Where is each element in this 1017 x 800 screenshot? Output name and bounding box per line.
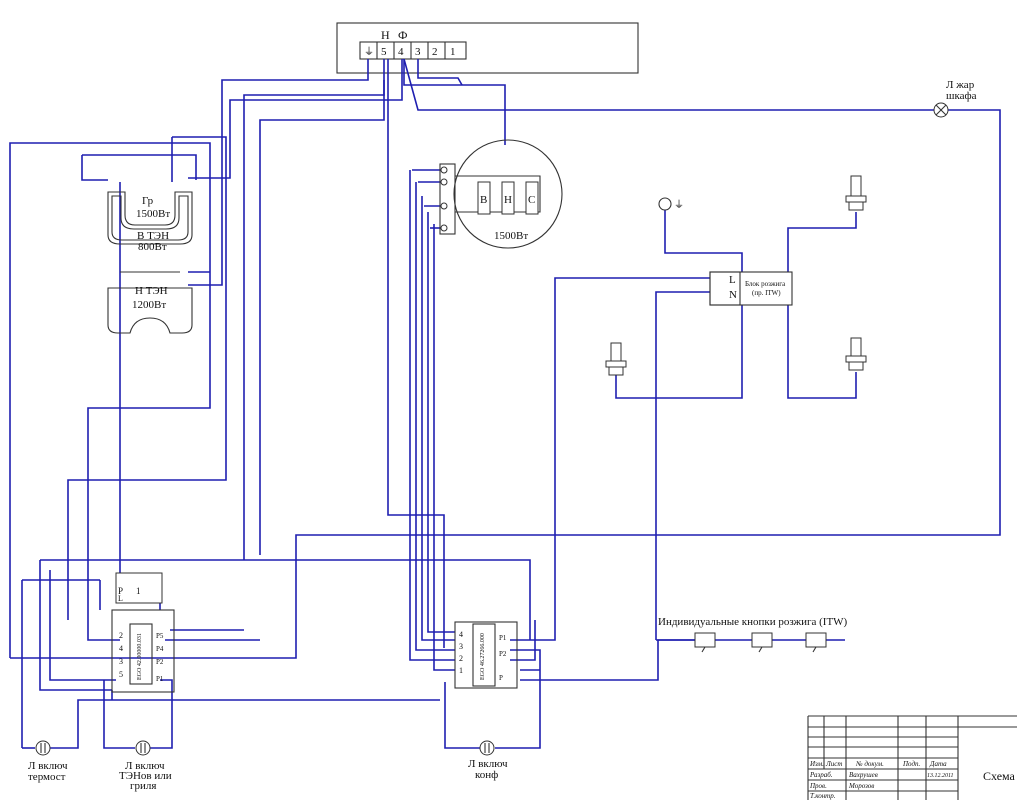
spark-plug-icon: [605, 342, 627, 376]
lamp-heaters: Л включ ТЭНов или гриля: [119, 740, 172, 792]
tb-name-developer: Вахрушев: [849, 771, 878, 779]
lamp-conf-line1: Л включ: [468, 758, 508, 770]
terminal-5: 5: [381, 46, 387, 58]
lamp-thermostat-line2: термост: [28, 771, 66, 783]
lamp-thermostat-line1: Л включ: [28, 760, 68, 772]
burner-letter-s: С: [528, 194, 535, 206]
grill-heater: Гр 1500Вт В ТЭН 800Вт: [107, 191, 193, 253]
terminal-n-label: Н: [381, 28, 390, 42]
upper-heater-power: 800Вт: [138, 241, 167, 253]
push-button-icon: [805, 632, 827, 653]
terminal-f-label: Ф: [398, 28, 407, 42]
switch-left-pin-4: 4: [119, 644, 123, 653]
lamp-heaters-line1: Л включ: [125, 760, 165, 772]
switch-mid-model: EGO 46.27266.000: [480, 633, 486, 680]
wires: [9, 58, 1001, 749]
tb-header-list: Лист: [825, 760, 842, 768]
tb-header-date: Дата: [929, 760, 947, 768]
terminal-2: 2: [432, 46, 438, 58]
spark-plug-icon: [845, 337, 867, 371]
lamp-conf-line2: конф: [475, 769, 498, 781]
cabinet-lamp-line2: шкафа: [946, 90, 977, 102]
switch-left-pin-p: Р: [118, 586, 123, 596]
spark-plug-icon: [845, 175, 867, 211]
grill-label: Гр: [142, 195, 154, 207]
terminal-3: 3: [415, 46, 421, 58]
upper-heater-label: В ТЭН: [137, 230, 169, 242]
switch-left-pin-3: 3: [119, 657, 123, 666]
switch-left-pin-p5: P5: [156, 632, 164, 640]
burner-power: 1500Вт: [494, 230, 528, 242]
switch-mid-pin-1: 1: [459, 666, 463, 675]
tb-header-doc: № докум.: [855, 760, 884, 768]
ignition-l: L: [729, 274, 736, 286]
lower-heater-power: 1200Вт: [132, 299, 166, 311]
switch-mid-pin-p2: P2: [499, 650, 507, 658]
switch-left-pin-p4: P4: [156, 645, 164, 653]
switch-left: Р 1 L EGO 42.00000.031 2 4 3 5 P5 P4 P2 …: [111, 572, 175, 693]
switch-left-pin-2: 2: [119, 631, 123, 640]
tb-role-checker: Пров.: [809, 782, 827, 790]
switch-left-pin-l: L: [118, 594, 123, 603]
ground-icon: ⏚: [674, 199, 684, 211]
tb-role-developer: Разраб.: [809, 771, 833, 779]
switch-mid-pin-3: 3: [459, 642, 463, 651]
switch-mid-pin-4: 4: [459, 630, 463, 639]
terminal-1: 1: [450, 46, 456, 58]
push-button-icon: [694, 632, 716, 653]
switch-mid: EGO 46.27266.000 4 3 2 1 P1 P2 P: [454, 621, 518, 689]
cabinet-lamp: Л жар шкафа: [933, 79, 977, 118]
tb-date-developer: 13.12.2011: [927, 773, 954, 779]
ignition-buttons-label: Индивидуальные кнопки розжига (ITW): [658, 616, 848, 628]
cabinet-lamp-line1: Л жар: [946, 79, 975, 91]
burner-letter-n: Н: [504, 194, 512, 206]
spark-plugs: [605, 175, 867, 376]
ignition-n: N: [729, 289, 737, 301]
tb-name-checker: Морозов: [848, 782, 874, 790]
switch-left-pin-1: 1: [136, 586, 141, 596]
lamp-heaters-line2: ТЭНов или: [119, 770, 172, 782]
ignition-title: Блок розжига: [745, 280, 786, 288]
terminal-block: ⏚ Н Ф 5 4 3 2 1: [336, 22, 639, 74]
switch-mid-pin-p: P: [499, 674, 503, 682]
lamp-conf: Л включ конф: [468, 740, 508, 781]
switch-left-pin-5: 5: [119, 670, 123, 679]
tb-title: Схема: [983, 769, 1016, 783]
tb-header-izm: Изм.: [809, 760, 824, 768]
terminal-4: 4: [398, 46, 404, 58]
switch-mid-pin-p1: P1: [499, 634, 507, 642]
ignition-subtitle: (пр. ITW): [752, 289, 781, 297]
lower-heater-label: Н ТЭН: [135, 285, 168, 297]
ground-icon: ⏚: [364, 46, 374, 58]
push-button-icon: [751, 632, 773, 653]
ignition-buttons: Индивидуальные кнопки розжига (ITW): [656, 616, 848, 653]
ground-electrode-icon: [658, 197, 672, 211]
switch-left-model: EGO 42.00000.031: [137, 633, 143, 680]
lower-heater: Н ТЭН 1200Вт: [107, 271, 193, 334]
grill-power: 1500Вт: [136, 208, 170, 220]
tb-role-tcontrol: Т.контр.: [810, 792, 836, 800]
burner-switch: В Н С 1500Вт: [439, 139, 563, 249]
switch-left-pin-p2: P2: [156, 658, 164, 666]
lamp-heaters-line3: гриля: [130, 780, 156, 792]
tb-header-sign: Подп.: [902, 760, 921, 768]
title-block: Изм. Лист № докум. Подп. Дата Разраб. Ва…: [807, 715, 1017, 800]
burner-letter-v: В: [480, 194, 487, 206]
switch-left-pin-p1: P1: [156, 675, 164, 683]
lamp-thermostat: Л включ термост: [28, 740, 68, 783]
indicator-lamps: Л включ термост Л включ ТЭНов или гриля …: [28, 740, 508, 792]
switch-mid-pin-2: 2: [459, 654, 463, 663]
ignition-unit: L N Блок розжига (пр. ITW) ⏚: [658, 197, 793, 306]
